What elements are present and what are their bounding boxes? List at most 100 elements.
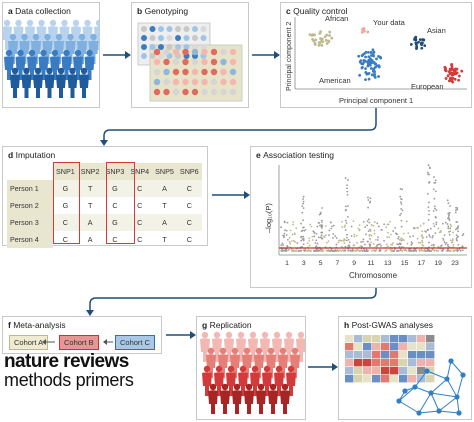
genotype-dot: [141, 26, 147, 32]
snp-point: [283, 236, 285, 239]
snp-point: [292, 239, 295, 242]
snp-point: [461, 234, 464, 237]
heatmap-cell: [399, 335, 408, 343]
table-cell: C: [127, 180, 153, 197]
snp-point: [377, 236, 379, 239]
snp-point: [399, 187, 402, 190]
snp-point: [358, 224, 361, 227]
snp-point: [358, 250, 361, 252]
snp-point: [345, 222, 348, 224]
snp-point: [365, 249, 368, 252]
genotype-dot: [153, 88, 161, 96]
person-icon: [61, 49, 72, 80]
genotype-dot: [182, 78, 189, 86]
genotype-dot: [172, 48, 180, 56]
heatmap-cell: [381, 335, 390, 343]
person-icon: [77, 33, 87, 64]
snp-point: [344, 224, 346, 227]
snp-point: [280, 244, 283, 247]
snp-point: [446, 243, 449, 246]
snp-point: [306, 250, 309, 252]
snp-point: [455, 228, 457, 231]
snp-point: [389, 220, 391, 223]
arrow-b-c: [252, 51, 280, 59]
snp-point: [320, 219, 323, 222]
genotype-dot: [158, 44, 164, 50]
heatmap-cell: [345, 343, 354, 351]
snp-point: [400, 225, 403, 228]
pca-point: [328, 30, 332, 34]
snp-point: [400, 212, 403, 215]
pca-point: [423, 44, 427, 48]
snp-point: [317, 236, 320, 239]
snp-point: [386, 223, 389, 226]
snp-point: [337, 241, 340, 244]
snp-point: [379, 248, 381, 251]
snp-point: [449, 227, 452, 230]
snp-point: [448, 233, 451, 236]
panel-d-title: d Imputation: [8, 150, 56, 160]
snp-point: [447, 212, 450, 215]
chromosome-tick: 23: [451, 260, 459, 267]
genotype-dot: [149, 35, 156, 41]
table-cell: C: [186, 201, 192, 210]
snp-point: [443, 234, 446, 237]
network-edge: [414, 386, 432, 394]
genotype-dot: [201, 58, 208, 66]
heatmap-cell: [426, 375, 435, 383]
snp-point: [434, 232, 437, 234]
snp-point: [351, 249, 354, 252]
snp-point: [407, 232, 410, 235]
person-icon: [262, 365, 272, 396]
snp-point: [304, 228, 307, 231]
snp-point: [435, 209, 438, 212]
snp-point: [364, 243, 366, 246]
snp-point: [302, 202, 305, 205]
snp-point: [421, 239, 423, 242]
snp-point: [332, 233, 335, 235]
snp-point: [448, 230, 450, 233]
snp-point: [457, 243, 460, 246]
table-cell: C: [62, 235, 68, 244]
snp-point: [281, 249, 284, 252]
heatmap-cell: [363, 359, 372, 367]
snp-point: [397, 250, 400, 252]
genotype-dot: [229, 88, 237, 96]
pca-point: [327, 40, 331, 44]
heatmap-cell: [345, 375, 354, 383]
snp-point: [320, 249, 323, 252]
pca-point: [308, 33, 312, 37]
heatmap-cell: [390, 343, 399, 351]
snp-point: [435, 250, 438, 252]
pca-point: [420, 41, 423, 45]
panel-b-title: b Genotyping: [137, 6, 189, 16]
pca-point: [377, 75, 380, 78]
snp-point: [301, 246, 303, 248]
heatmap-cell: [390, 335, 399, 343]
pca-point: [443, 65, 447, 69]
person-icon: [214, 365, 224, 396]
snp-point: [461, 249, 464, 252]
snp-point: [335, 243, 338, 246]
snp-point: [456, 249, 458, 252]
snp-point: [430, 244, 433, 247]
pca-point: [368, 63, 372, 67]
chromosome-tick: 11: [367, 260, 374, 267]
snp-point: [362, 240, 364, 243]
network-edge: [456, 374, 464, 398]
snp-point: [400, 203, 403, 205]
snp-point: [434, 207, 436, 210]
genotype-dot: [220, 58, 227, 66]
pca-point: [371, 53, 375, 56]
pca-xlabel: Principal component 1: [339, 96, 413, 105]
person-icon: [286, 365, 296, 396]
snp-point: [376, 222, 379, 225]
table-cell: C: [112, 201, 118, 210]
genotype-dot: [220, 78, 227, 86]
snp-point: [347, 249, 349, 252]
snp-point: [324, 225, 327, 227]
snp-point: [303, 229, 306, 232]
person-icon: [48, 19, 58, 50]
table-cell: A: [87, 235, 93, 244]
table-cell: G: [62, 201, 69, 210]
